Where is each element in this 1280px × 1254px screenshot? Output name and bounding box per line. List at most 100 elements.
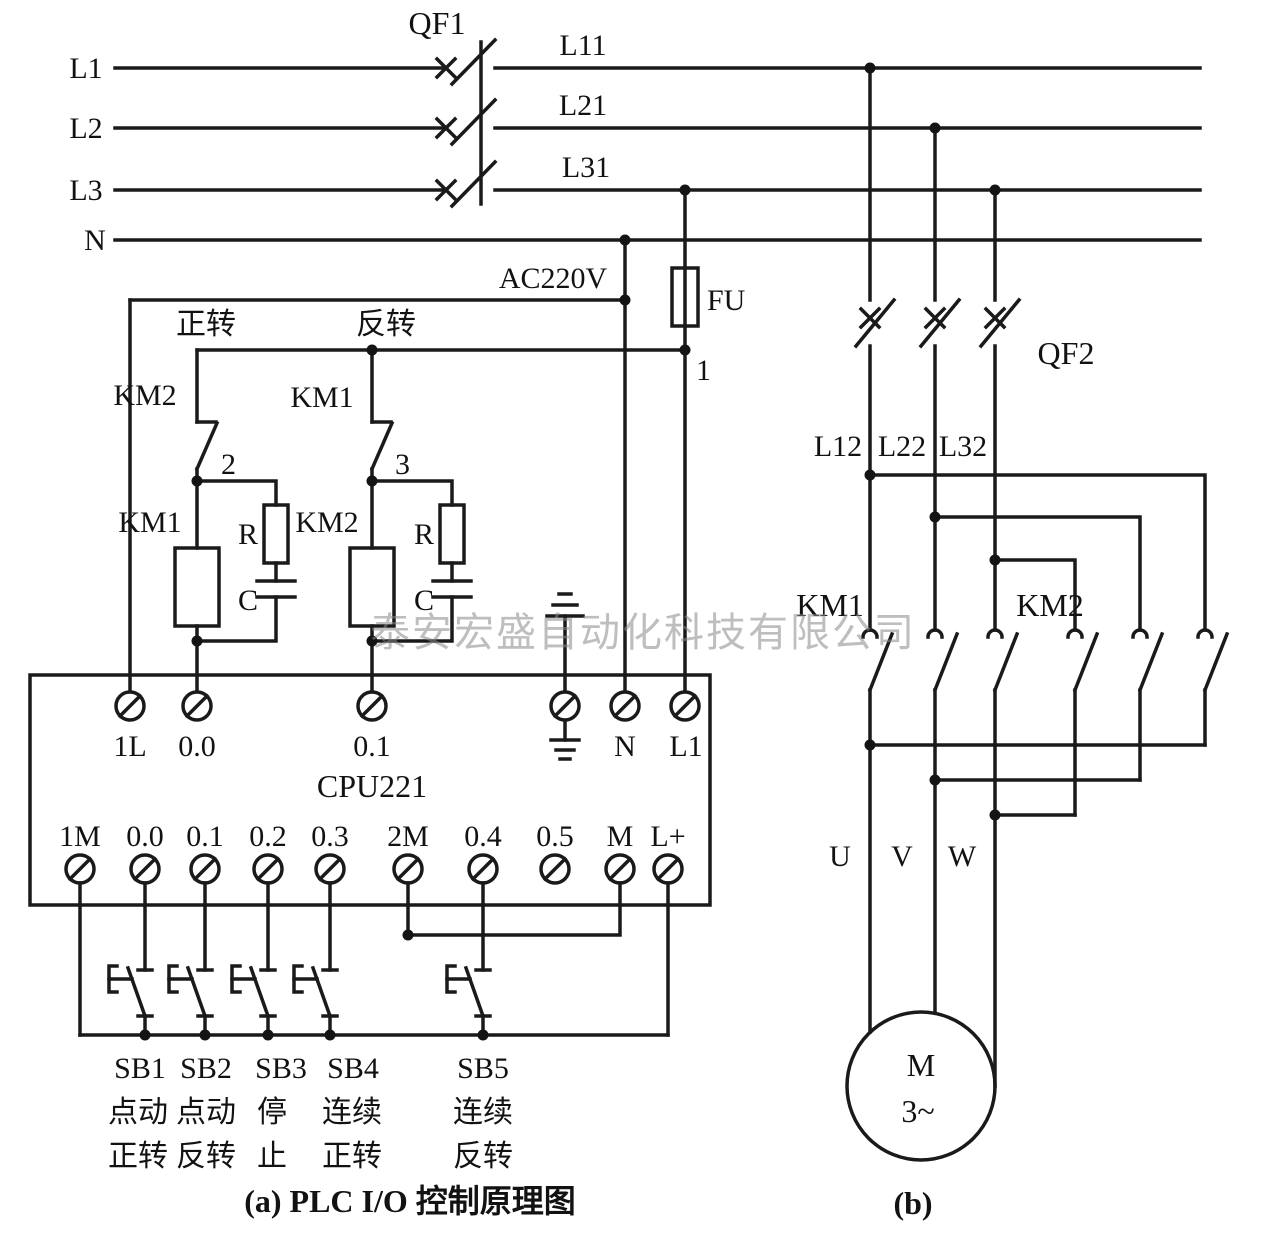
- km1-coil: [173, 546, 221, 628]
- caption-b: (b): [893, 1185, 932, 1221]
- label-reverse: 反转: [356, 308, 416, 341]
- terminal-l1: [669, 690, 701, 722]
- label-l1: L1: [69, 52, 102, 85]
- terminal-i03: [314, 853, 346, 885]
- label-sb2-func2: 反转: [176, 1140, 236, 1173]
- label-km1-main: KM1: [796, 587, 864, 623]
- c2-capacitor: [431, 579, 473, 599]
- label-term-i02: 0.2: [249, 820, 287, 853]
- terminal-m: [604, 853, 636, 885]
- label-l31: L31: [562, 151, 610, 184]
- label-sb1-func1: 点动: [108, 1096, 168, 1129]
- label-c1: C: [238, 584, 258, 617]
- km1-contact-2: [926, 628, 959, 692]
- label-l11: L11: [559, 29, 606, 62]
- label-sb2: SB2: [180, 1052, 232, 1085]
- forward-branch-wiring: [173, 348, 297, 694]
- km1-contact-3: [986, 628, 1019, 692]
- label-km2-nc: KM2: [113, 379, 176, 412]
- km1-nc-contact: [370, 420, 394, 471]
- label-sb4-func1: 连续: [322, 1096, 382, 1129]
- label-term-i03: 0.3: [311, 820, 349, 853]
- label-sb3-func2: 止: [257, 1140, 287, 1173]
- label-l12: L12: [814, 430, 862, 463]
- km2-contact-2: [1131, 628, 1164, 692]
- km2-contact-1: [1066, 628, 1099, 692]
- km2-nc-contact: [195, 420, 219, 471]
- label-qf2: QF2: [1038, 335, 1095, 371]
- terminal-1l: [114, 690, 146, 722]
- terminal-q01: [356, 690, 388, 722]
- terminal-pe: [549, 690, 581, 722]
- fuse-and-feed-wires: [128, 188, 700, 694]
- label-term-l1: L1: [669, 730, 702, 763]
- power-lines: [113, 66, 1202, 242]
- label-term-i01: 0.1: [186, 820, 224, 853]
- watermark: 泰安宏盛自动化科技有限公司: [370, 610, 916, 655]
- label-l32: L32: [939, 430, 987, 463]
- r1-resistor: [262, 503, 290, 565]
- r2-resistor: [438, 503, 466, 565]
- label-r2: R: [414, 518, 434, 551]
- label-l21: L21: [559, 89, 607, 122]
- main-circuit-wiring: [845, 66, 1229, 1162]
- label-u: U: [829, 840, 851, 873]
- label-r1: R: [238, 518, 258, 551]
- label-term-i04: 0.4: [464, 820, 502, 853]
- label-node-1: 1: [696, 354, 711, 387]
- label-sb4-func2: 正转: [322, 1140, 382, 1173]
- terminal-i01: [189, 853, 221, 885]
- label-term-m: M: [607, 820, 634, 853]
- label-fu: FU: [707, 284, 746, 317]
- input-wiring: [78, 881, 670, 1037]
- label-node-3: 3: [395, 448, 410, 481]
- terminal-1m: [64, 853, 96, 885]
- qf2-pole-2: [919, 298, 961, 348]
- terminal-n: [609, 690, 641, 722]
- earth-symbol: [545, 592, 585, 761]
- terminal-i04: [467, 853, 499, 885]
- qf2-pole-1: [854, 298, 896, 348]
- qf1-breaker-symbol: [434, 37, 498, 209]
- km2-contact-3: [1196, 628, 1229, 692]
- label-sb5-func2: 反转: [453, 1140, 513, 1173]
- label-forward: 正转: [176, 308, 236, 341]
- label-term-2m: 2M: [387, 820, 429, 853]
- label-km1-coil: KM1: [118, 506, 181, 539]
- label-sb5-func1: 连续: [453, 1096, 513, 1129]
- terminal-q00: [181, 690, 213, 722]
- label-sb2-func1: 点动: [176, 1096, 236, 1129]
- motor-circle: [845, 1010, 997, 1162]
- terminal-i02: [252, 853, 284, 885]
- label-qf1: QF1: [409, 5, 466, 41]
- label-term-00: 0.0: [178, 730, 216, 763]
- label-node-2: 2: [221, 448, 236, 481]
- label-sb4: SB4: [327, 1052, 379, 1085]
- terminal-2m: [392, 853, 424, 885]
- terminal-i00: [129, 853, 161, 885]
- caption-a: (a) PLC I/O 控制原理图: [244, 1183, 576, 1219]
- label-l22: L22: [878, 430, 926, 463]
- plc-box: [28, 673, 712, 907]
- label-sb3: SB3: [255, 1052, 307, 1085]
- label-w: W: [948, 840, 977, 873]
- label-sb5: SB5: [457, 1052, 509, 1085]
- label-motor-m: M: [907, 1047, 935, 1083]
- label-term-i05: 0.5: [536, 820, 574, 853]
- label-term-01: 0.1: [353, 730, 391, 763]
- qf2-pole-3: [979, 298, 1021, 348]
- label-sb3-func1: 停: [257, 1096, 287, 1129]
- label-term-n: N: [614, 730, 636, 763]
- label-sb1-func2: 正转: [108, 1140, 168, 1173]
- terminal-lplus: [652, 853, 684, 885]
- label-cpu221: CPU221: [317, 768, 427, 804]
- junction-dots: [139, 62, 1001, 1041]
- c1-capacitor: [255, 579, 297, 599]
- label-term-lplus: L+: [650, 820, 685, 853]
- label-term-1m: 1M: [59, 820, 101, 853]
- terminal-i05: [539, 853, 571, 885]
- label-ac220v: AC220V: [499, 262, 608, 295]
- label-l3: L3: [69, 174, 102, 207]
